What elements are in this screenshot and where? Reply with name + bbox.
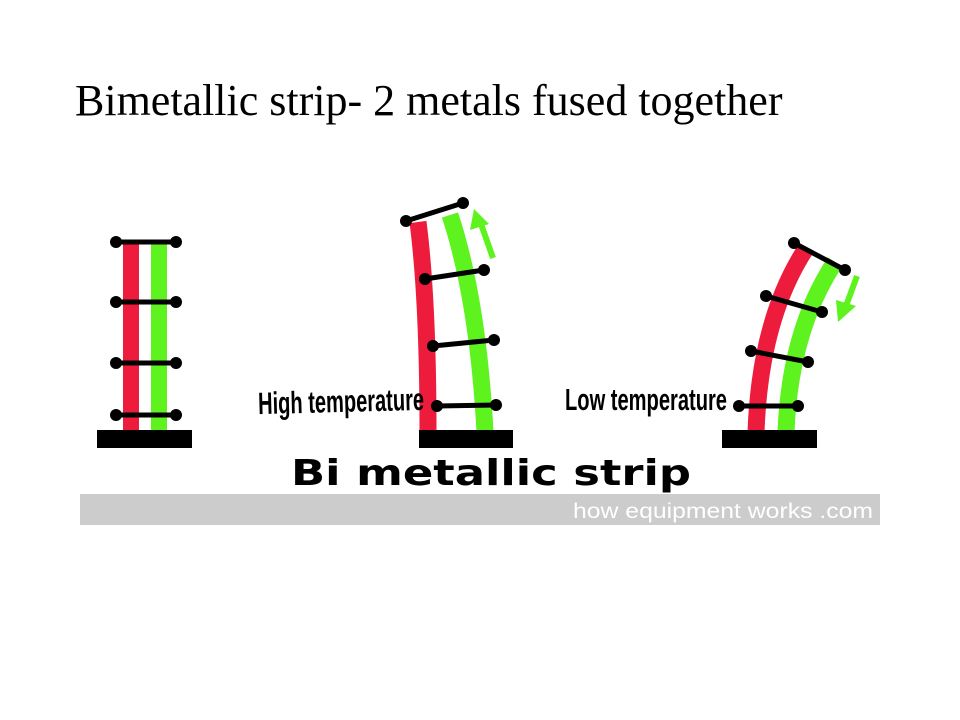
diagram-caption: Bi metallic strip	[291, 453, 691, 494]
arrow-down-icon	[836, 274, 860, 322]
rivet-clamps	[736, 240, 848, 409]
strip-red-metal	[409, 220, 437, 433]
rivet-heads	[733, 237, 851, 412]
low-temperature-label: Low temperature	[565, 382, 727, 417]
base-block	[722, 430, 817, 448]
strip-white-gap	[429, 217, 460, 433]
rivet-heads	[400, 197, 502, 412]
credit-bar	[80, 494, 880, 525]
slide-title: Bimetallic strip- 2 metals fused togethe…	[75, 76, 783, 125]
low-temperature-strip	[722, 237, 860, 448]
straight-strip	[97, 236, 192, 448]
rivet-clamps	[403, 200, 499, 409]
rivet-clamps	[113, 239, 179, 418]
credit-text: how equipment works .com	[573, 500, 873, 523]
high-temperature-label: High temperature	[258, 382, 425, 421]
base-block	[97, 430, 192, 448]
rivet-heads	[110, 236, 182, 421]
high-temperature-strip	[400, 197, 513, 448]
strip-green-metal	[441, 212, 494, 433]
arrow-up-icon	[470, 209, 496, 259]
base-block	[419, 430, 513, 448]
